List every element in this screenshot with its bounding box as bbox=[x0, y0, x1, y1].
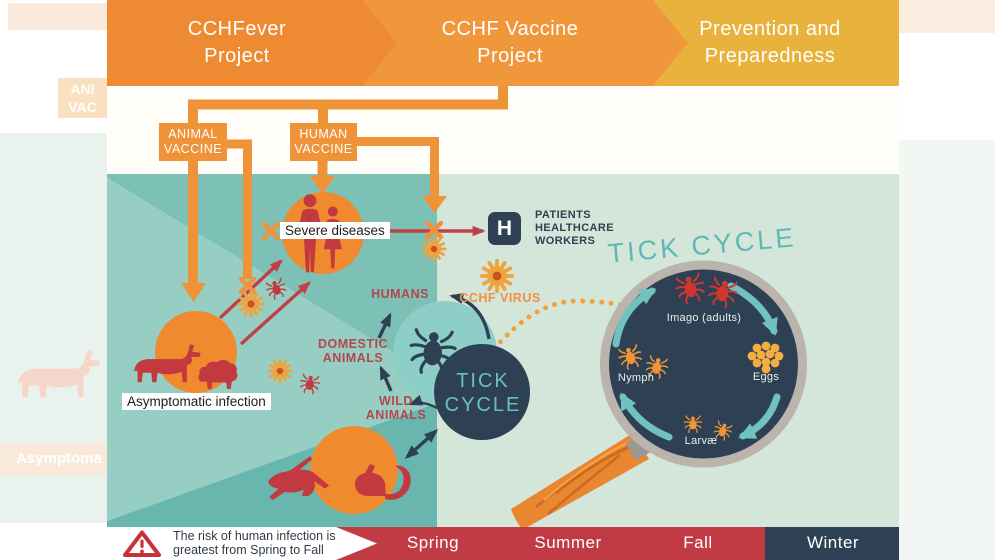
banner-segment-cchfever-project: CCHFever Project bbox=[107, 0, 397, 86]
wild-animals-label: WILD ANIMALS bbox=[365, 394, 427, 422]
tick-icon bbox=[407, 327, 458, 377]
seasons-bar-red bbox=[336, 527, 765, 560]
eggs-icon bbox=[747, 341, 784, 374]
banner-label: CCHF Vaccine Project bbox=[441, 18, 579, 67]
hospital-icon: H bbox=[488, 212, 521, 245]
banner-segment-cchf-vaccine-project: CCHF Vaccine Project bbox=[362, 0, 688, 86]
asymptomatic-infection-label: Asymptomatic infection bbox=[122, 393, 271, 410]
severe-diseases-label: Severe diseases bbox=[280, 222, 390, 239]
human-vaccine-box: HUMAN VACCINE bbox=[290, 123, 357, 161]
bg-faded-banner-left bbox=[8, 3, 107, 30]
lens-cycle-arrows bbox=[612, 282, 781, 441]
seasons-bar-winter bbox=[765, 527, 899, 560]
magnifier-handle bbox=[511, 433, 649, 530]
imago-label: Imago (adults) bbox=[666, 312, 742, 324]
banner-label: CCHFever Project bbox=[187, 18, 287, 67]
cow-icon bbox=[132, 344, 201, 383]
season-winter: Winter bbox=[806, 533, 860, 552]
warning-icon bbox=[123, 530, 161, 557]
season-spring: Spring bbox=[406, 533, 460, 552]
risk-warning-text: The risk of human infection is greatest … bbox=[173, 529, 336, 557]
risk-banner: The risk of human infection is greatest … bbox=[107, 527, 377, 560]
bg-faded-banner-right bbox=[899, 0, 995, 33]
squirrel-icon bbox=[354, 464, 411, 500]
tick-icon bbox=[298, 373, 322, 396]
animal-vaccine-box: ANIMAL VACCINE bbox=[159, 123, 227, 161]
banner-label: Prevention and Preparedness bbox=[699, 18, 841, 67]
rabbit-icon bbox=[268, 456, 330, 501]
nymph-label: Nymph bbox=[617, 372, 655, 384]
hospital-letter: H bbox=[496, 216, 513, 240]
bg-faded-caption: Asymptoma bbox=[0, 443, 107, 475]
magnifier-lens bbox=[600, 260, 807, 468]
transmission-arrows-red bbox=[218, 225, 486, 346]
magnifier-link-dotted-line bbox=[491, 298, 641, 352]
season-summer: Summer bbox=[534, 533, 602, 552]
eggs-label: Eggs bbox=[752, 371, 780, 383]
tick-icon bbox=[264, 277, 289, 302]
patients-healthcare-workers-label: PATIENTS HEALTHCARE WORKERS bbox=[535, 209, 614, 247]
season-fall: Fall bbox=[683, 533, 713, 552]
domestic-animals-label: DOMESTIC ANIMALS bbox=[318, 337, 388, 365]
tick-cycle-circle-label: TICK CYCLE bbox=[444, 370, 522, 416]
bg-faded-vaccine-box: ANI VAC bbox=[58, 78, 107, 118]
banner-segment-prevention-preparedness: Prevention and Preparedness bbox=[653, 0, 899, 86]
larvae-label: Larvæ bbox=[684, 435, 718, 447]
lens-stage-icons bbox=[616, 272, 784, 443]
bg-faded-panel-right bbox=[899, 140, 995, 560]
cchf-virus-label: CCHF VIRUS bbox=[459, 291, 541, 305]
tick-cycle-heading: TICK CYCLE bbox=[606, 222, 798, 269]
humans-label: HUMANS bbox=[371, 287, 429, 301]
sheep-icon bbox=[198, 359, 238, 389]
magnifier bbox=[511, 260, 807, 530]
